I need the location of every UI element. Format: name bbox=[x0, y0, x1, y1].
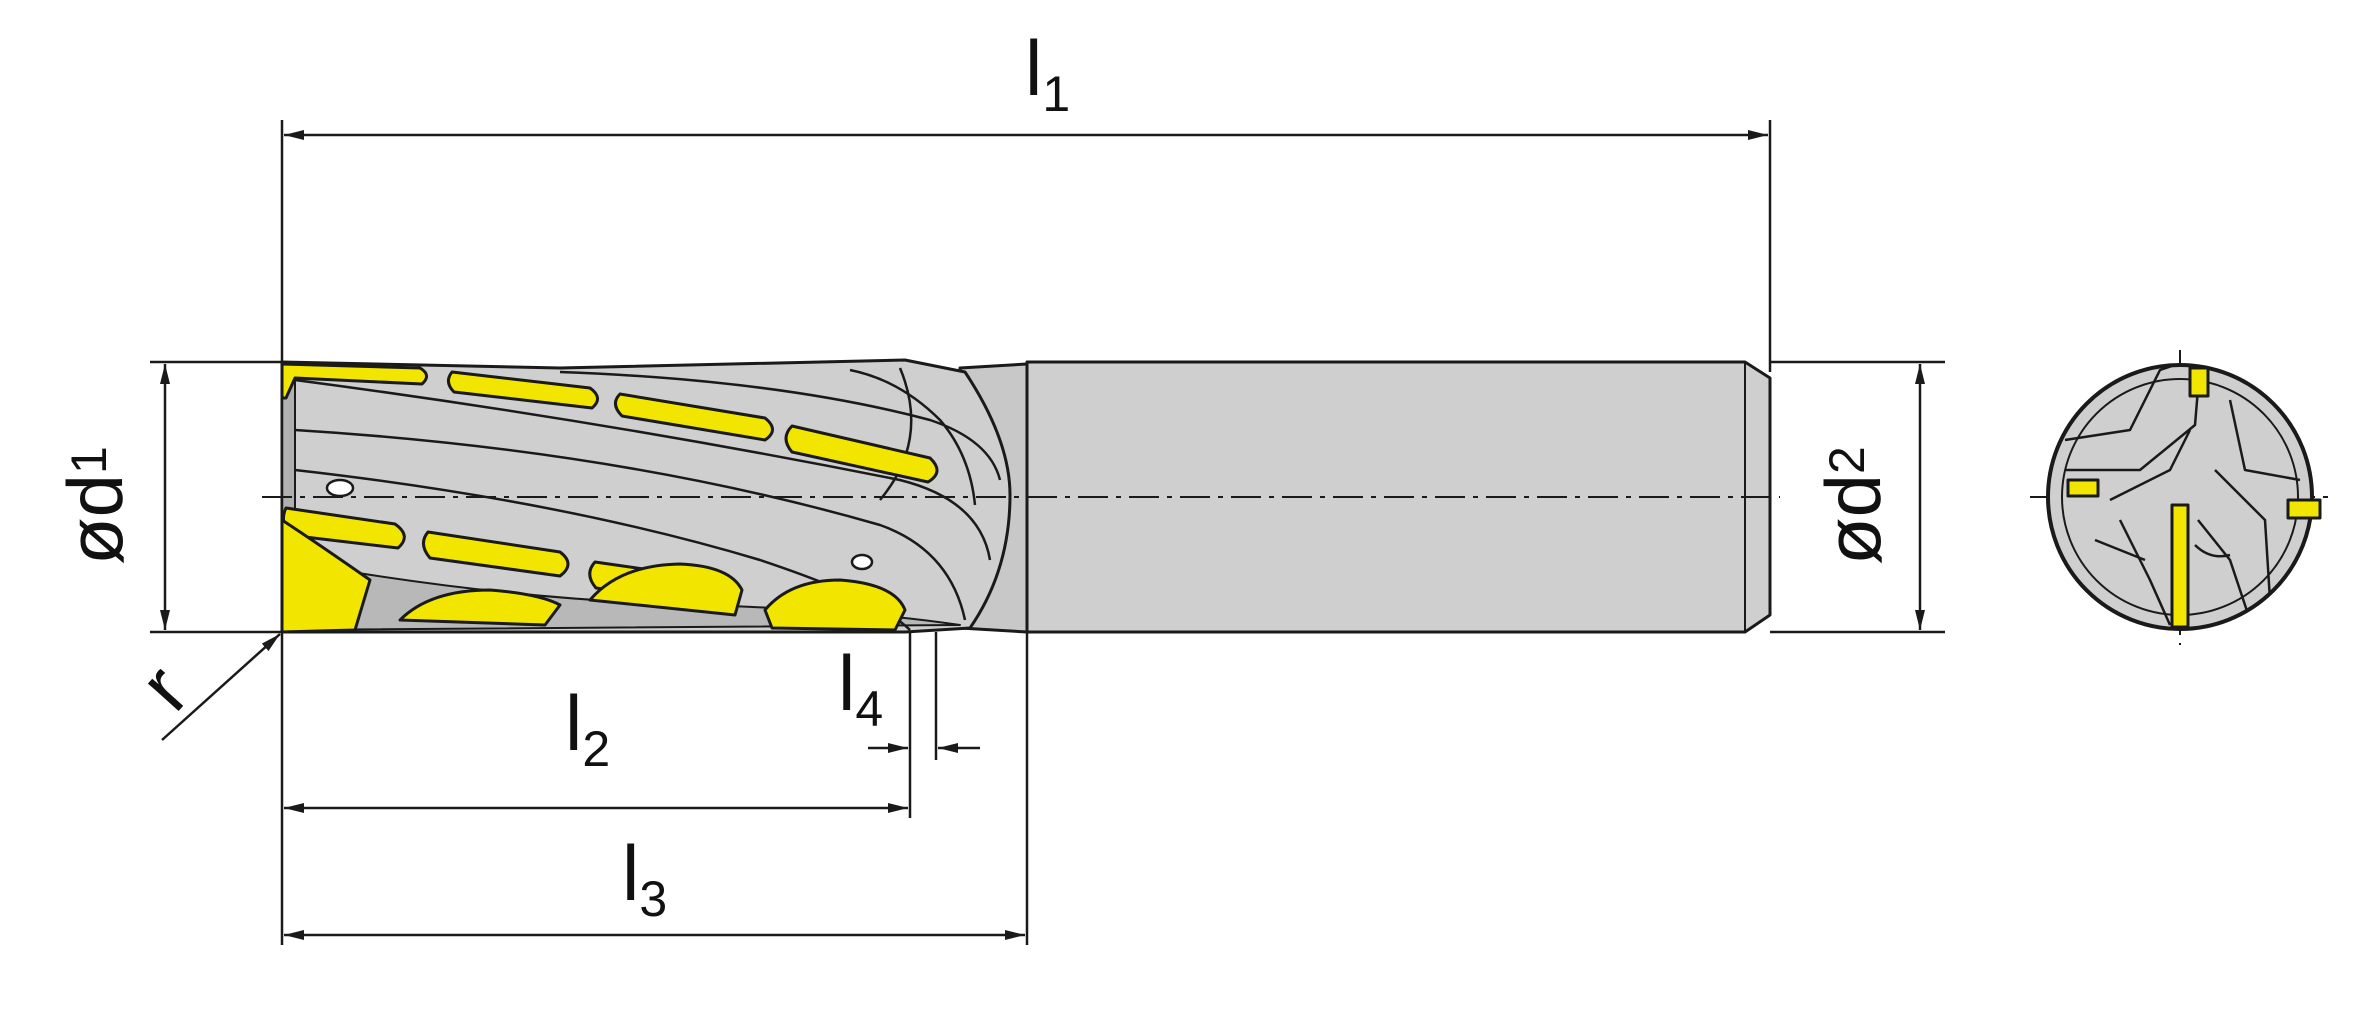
label-r: r bbox=[122, 648, 205, 726]
insert-top-2 bbox=[447, 370, 599, 410]
label-d2: ød2 bbox=[1809, 446, 1897, 565]
label-l4: l4 bbox=[838, 639, 883, 737]
tool-end-view bbox=[2030, 350, 2330, 645]
end-view-outline bbox=[2046, 363, 2314, 631]
insert-bottom-4 bbox=[763, 578, 907, 632]
insert-low-2 bbox=[422, 530, 570, 578]
insert-top-3 bbox=[614, 392, 774, 442]
insert-bottom-2 bbox=[398, 588, 562, 627]
label-l3: l3 bbox=[622, 829, 667, 927]
label-d1: ød1 bbox=[51, 446, 139, 565]
label-l2: l2 bbox=[565, 679, 610, 777]
label-l1: l1 bbox=[1025, 24, 1070, 122]
inserts bbox=[280, 362, 939, 634]
insert-bottom-1 bbox=[280, 518, 372, 634]
end-view-inserts bbox=[2066, 366, 2322, 629]
r-leader-line bbox=[161, 633, 281, 741]
coolant-hole-1 bbox=[325, 478, 355, 498]
insert-bottom-3 bbox=[588, 562, 744, 617]
insert-low-1 bbox=[281, 506, 406, 550]
dimension-lines bbox=[150, 120, 1945, 945]
insert-top-4 bbox=[784, 424, 939, 484]
insert-top-1 bbox=[280, 362, 428, 400]
coolant-hole-2 bbox=[850, 553, 874, 571]
